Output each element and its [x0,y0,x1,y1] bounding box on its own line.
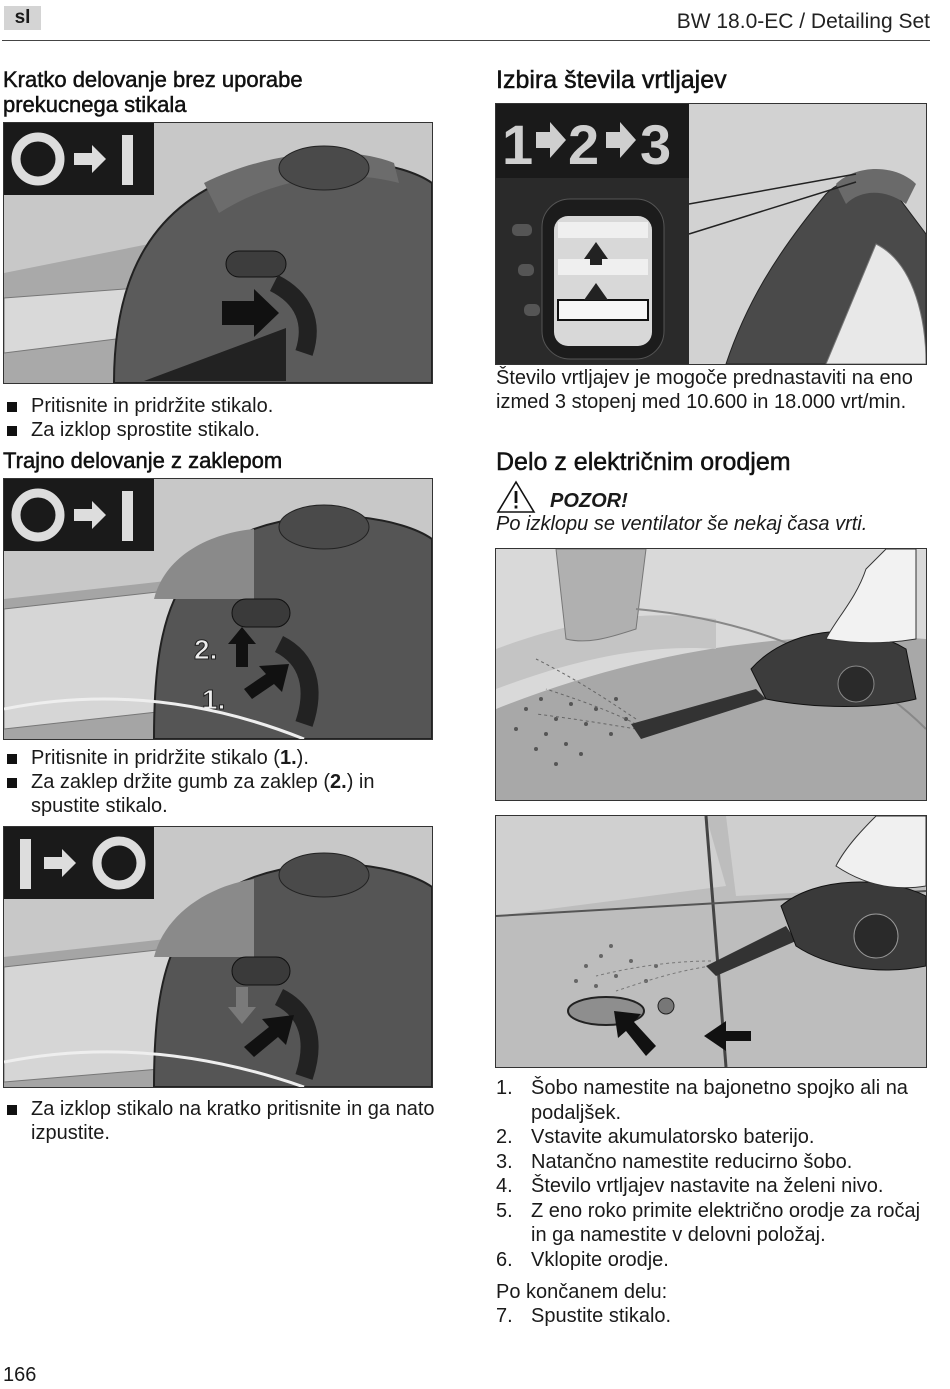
speed-digit-3: 3 [640,113,671,176]
momentary-bullets: Pritisnite in pridržite stikalo. Za izkl… [3,394,431,442]
speed-description: Število vrtljajev je mogoče prednastavit… [496,367,913,413]
list-item: 6.Vklopite orodje. [496,1248,669,1271]
list-item: 3.Natančno namestite reducirno šobo. [496,1150,853,1173]
section-title-continuous: Trajno delovanje z zaklepom [3,448,283,474]
callout-2: 2. [194,634,217,665]
after-work-label: Po končanem delu: [496,1281,668,1303]
continuous-bullets: Pritisnite in pridržite stikalo (1.). Za… [3,746,431,818]
list-item: 2.Vstavite akumulatorsko baterijo. [496,1126,815,1148]
document-title: BW 18.0-EC / Detailing Set [676,10,930,33]
arrow-icon [704,1021,751,1051]
language-badge: sl [4,6,41,30]
figure-momentary-switch [3,122,433,384]
lock-switch-illustration: 2. 1. [4,479,432,739]
figure-switch-off [3,826,433,1088]
page-number: 166 [3,1364,37,1386]
arrow-up-icon [584,283,608,300]
speed-digit-2: 2 [568,113,599,176]
figure-blowing-car-door [495,815,927,1068]
work-steps-list: 1.Šobo namestite na bajonetno spojko ali… [496,1076,936,1272]
warning-triangle-icon [496,480,536,514]
section-title-speed: Izbira števila vrtljajev [496,66,727,95]
speed-digit-1: 1 [502,113,533,176]
switch-off-bullets: Za izklop stikalo na kratko pritisnite i… [3,1097,443,1145]
figure-lock-switch: 2. 1. [3,478,433,740]
arrow-up-icon [584,242,608,259]
list-item: Za zaklep držite gumb za zaklep (2.) in … [3,770,431,818]
switch-off-illustration [4,827,432,1087]
header-divider [2,40,930,41]
list-item: Pritisnite in pridržite stikalo. [3,394,431,418]
blowing-car-roof-illustration [496,549,926,800]
warning-title: POZOR! [550,490,628,512]
list-item: 4.Število vrtljajev nastavite na želeni … [496,1175,884,1197]
arrow-right-icon [536,122,566,158]
list-item: 1.Šobo namestite na bajonetno spojko ali… [496,1077,908,1124]
momentary-switch-illustration [4,123,432,383]
figure-speed-selector: 1 2 3 [495,103,927,365]
arrow-icon [614,1011,656,1056]
list-item: Za izklop stikalo na kratko pritisnite i… [3,1097,443,1145]
list-item: 7.Spustite stikalo. [496,1305,672,1327]
after-work-steps: 7.Spustite stikalo. [496,1304,936,1329]
section-title-work: Delo z električnim orodjem [496,448,791,477]
figure-blowing-car-top [495,548,927,801]
blowing-car-door-illustration [496,816,926,1067]
list-item: Pritisnite in pridržite stikalo (1.). [3,746,431,770]
arrow-right-icon [606,122,636,158]
warning-text: Po izklopu se ventilator še nekaj časa v… [496,513,868,535]
list-item: Za izklop sprostite stikalo. [3,418,431,442]
list-item: 5.Z eno roko primite električno orodje z… [496,1199,921,1247]
speed-selector-illustration: 1 2 3 [496,104,926,364]
